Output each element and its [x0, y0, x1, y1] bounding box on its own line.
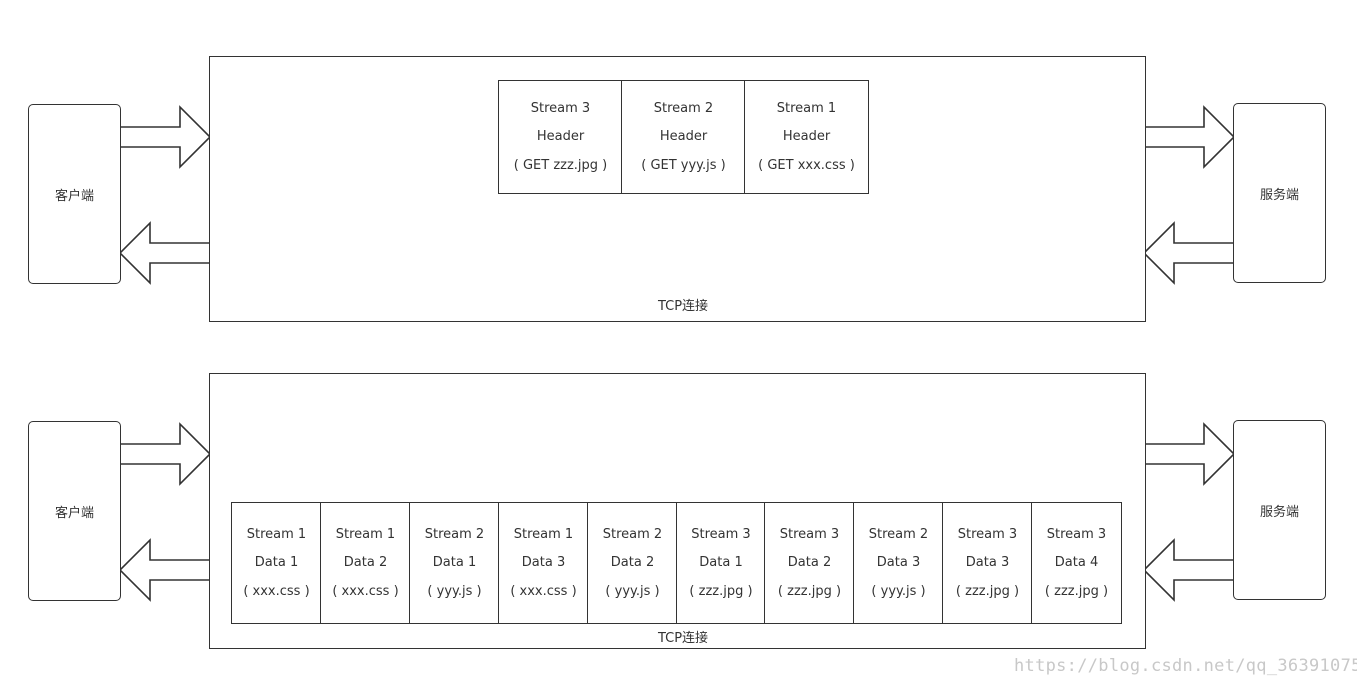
frame-stream-label: Stream 1 [335, 526, 396, 542]
frame-kind-label: Header [536, 129, 585, 145]
frame-stream-label: Stream 2 [653, 100, 714, 116]
top-server-box: 服务端 [1233, 103, 1326, 283]
frame-kind-label: Data 2 [343, 555, 388, 571]
frame-kind-label: Header [782, 129, 831, 145]
frame-kind-label: Data 3 [965, 555, 1010, 571]
top-client-to-connection-arrow [119, 105, 212, 169]
frame-stream-label: Stream 1 [776, 100, 837, 116]
bottom-frame-5: Stream 2 Data 2 ( yyy.js ) [587, 502, 678, 624]
frame-stream-label: Stream 3 [957, 526, 1018, 542]
frame-kind-label: Data 2 [787, 555, 832, 571]
frame-kind-label: Data 2 [610, 555, 655, 571]
bottom-connection-to-server-arrow [1143, 422, 1236, 486]
frame-detail-label: ( GET zzz.jpg ) [513, 157, 608, 173]
client-label: 客户端 [54, 188, 94, 204]
top-server-to-connection-arrow [1142, 221, 1235, 285]
bottom-connection-to-client-arrow [118, 538, 211, 602]
frame-stream-label: Stream 3 [1046, 526, 1107, 542]
frame-kind-label: Data 1 [432, 555, 477, 571]
bottom-frame-6: Stream 3 Data 1 ( zzz.jpg ) [676, 502, 766, 624]
frame-detail-label: ( xxx.css ) [510, 583, 577, 599]
frame-kind-label: Data 1 [254, 555, 299, 571]
frame-stream-label: Stream 2 [424, 526, 485, 542]
bottom-frame-9: Stream 3 Data 3 ( zzz.jpg ) [942, 502, 1033, 624]
bottom-server-to-connection-arrow [1142, 538, 1235, 602]
frame-stream-label: Stream 3 [779, 526, 840, 542]
top-connection-to-client-arrow [118, 221, 211, 285]
frame-stream-label: Stream 2 [602, 526, 663, 542]
bottom-client-to-connection-arrow [119, 422, 212, 486]
frame-kind-label: Data 4 [1054, 555, 1099, 571]
top-connection-to-server-arrow [1143, 105, 1236, 169]
server-label: 服务端 [1259, 504, 1299, 520]
frame-stream-label: Stream 2 [868, 526, 929, 542]
frame-detail-label: ( zzz.jpg ) [1044, 583, 1109, 599]
frame-detail-label: ( yyy.js ) [605, 583, 660, 599]
bottom-frame-7: Stream 3 Data 2 ( zzz.jpg ) [764, 502, 855, 624]
bottom-frame-10: Stream 3 Data 4 ( zzz.jpg ) [1031, 502, 1122, 624]
bottom-frame-3: Stream 2 Data 1 ( yyy.js ) [409, 502, 500, 624]
server-label: 服务端 [1259, 187, 1299, 203]
frame-detail-label: ( xxx.css ) [332, 583, 399, 599]
frame-detail-label: ( yyy.js ) [871, 583, 926, 599]
frame-kind-label: Data 3 [876, 555, 921, 571]
frame-kind-label: Data 1 [699, 555, 743, 571]
bottom-frame-2: Stream 1 Data 2 ( xxx.css ) [320, 502, 411, 624]
top-frame-stream2-header: Stream 2 Header ( GET yyy.js ) [621, 80, 746, 194]
frame-stream-label: Stream 3 [530, 100, 591, 116]
frame-detail-label: ( zzz.jpg ) [955, 583, 1020, 599]
frame-detail-label: ( zzz.jpg ) [777, 583, 842, 599]
top-frame-stream3-header: Stream 3 Header ( GET zzz.jpg ) [498, 80, 623, 194]
top-frame-stream1-header: Stream 1 Header ( GET xxx.css ) [744, 80, 869, 194]
frame-kind-label: Data 3 [521, 555, 566, 571]
bottom-frame-8: Stream 2 Data 3 ( yyy.js ) [853, 502, 944, 624]
frame-stream-label: Stream 3 [691, 526, 751, 542]
frame-stream-label: Stream 1 [513, 526, 574, 542]
bottom-connection-label: TCP连接 [657, 631, 709, 646]
frame-stream-label: Stream 1 [246, 526, 307, 542]
frame-detail-label: ( zzz.jpg ) [689, 583, 753, 599]
frame-detail-label: ( GET yyy.js ) [641, 157, 726, 173]
client-label: 客户端 [54, 505, 94, 521]
bottom-frame-1: Stream 1 Data 1 ( xxx.css ) [231, 502, 322, 624]
top-client-box: 客户端 [28, 104, 121, 284]
frame-kind-label: Header [659, 129, 708, 145]
bottom-server-box: 服务端 [1233, 420, 1326, 600]
bottom-client-box: 客户端 [28, 421, 121, 601]
top-connection-label: TCP连接 [657, 299, 709, 314]
watermark-text: https://blog.csdn.net/qq_36391075 [1014, 656, 1357, 676]
frame-detail-label: ( GET xxx.css ) [758, 157, 855, 173]
bottom-frame-4: Stream 1 Data 3 ( xxx.css ) [498, 502, 589, 624]
frame-detail-label: ( xxx.css ) [243, 583, 310, 599]
frame-detail-label: ( yyy.js ) [427, 583, 482, 599]
